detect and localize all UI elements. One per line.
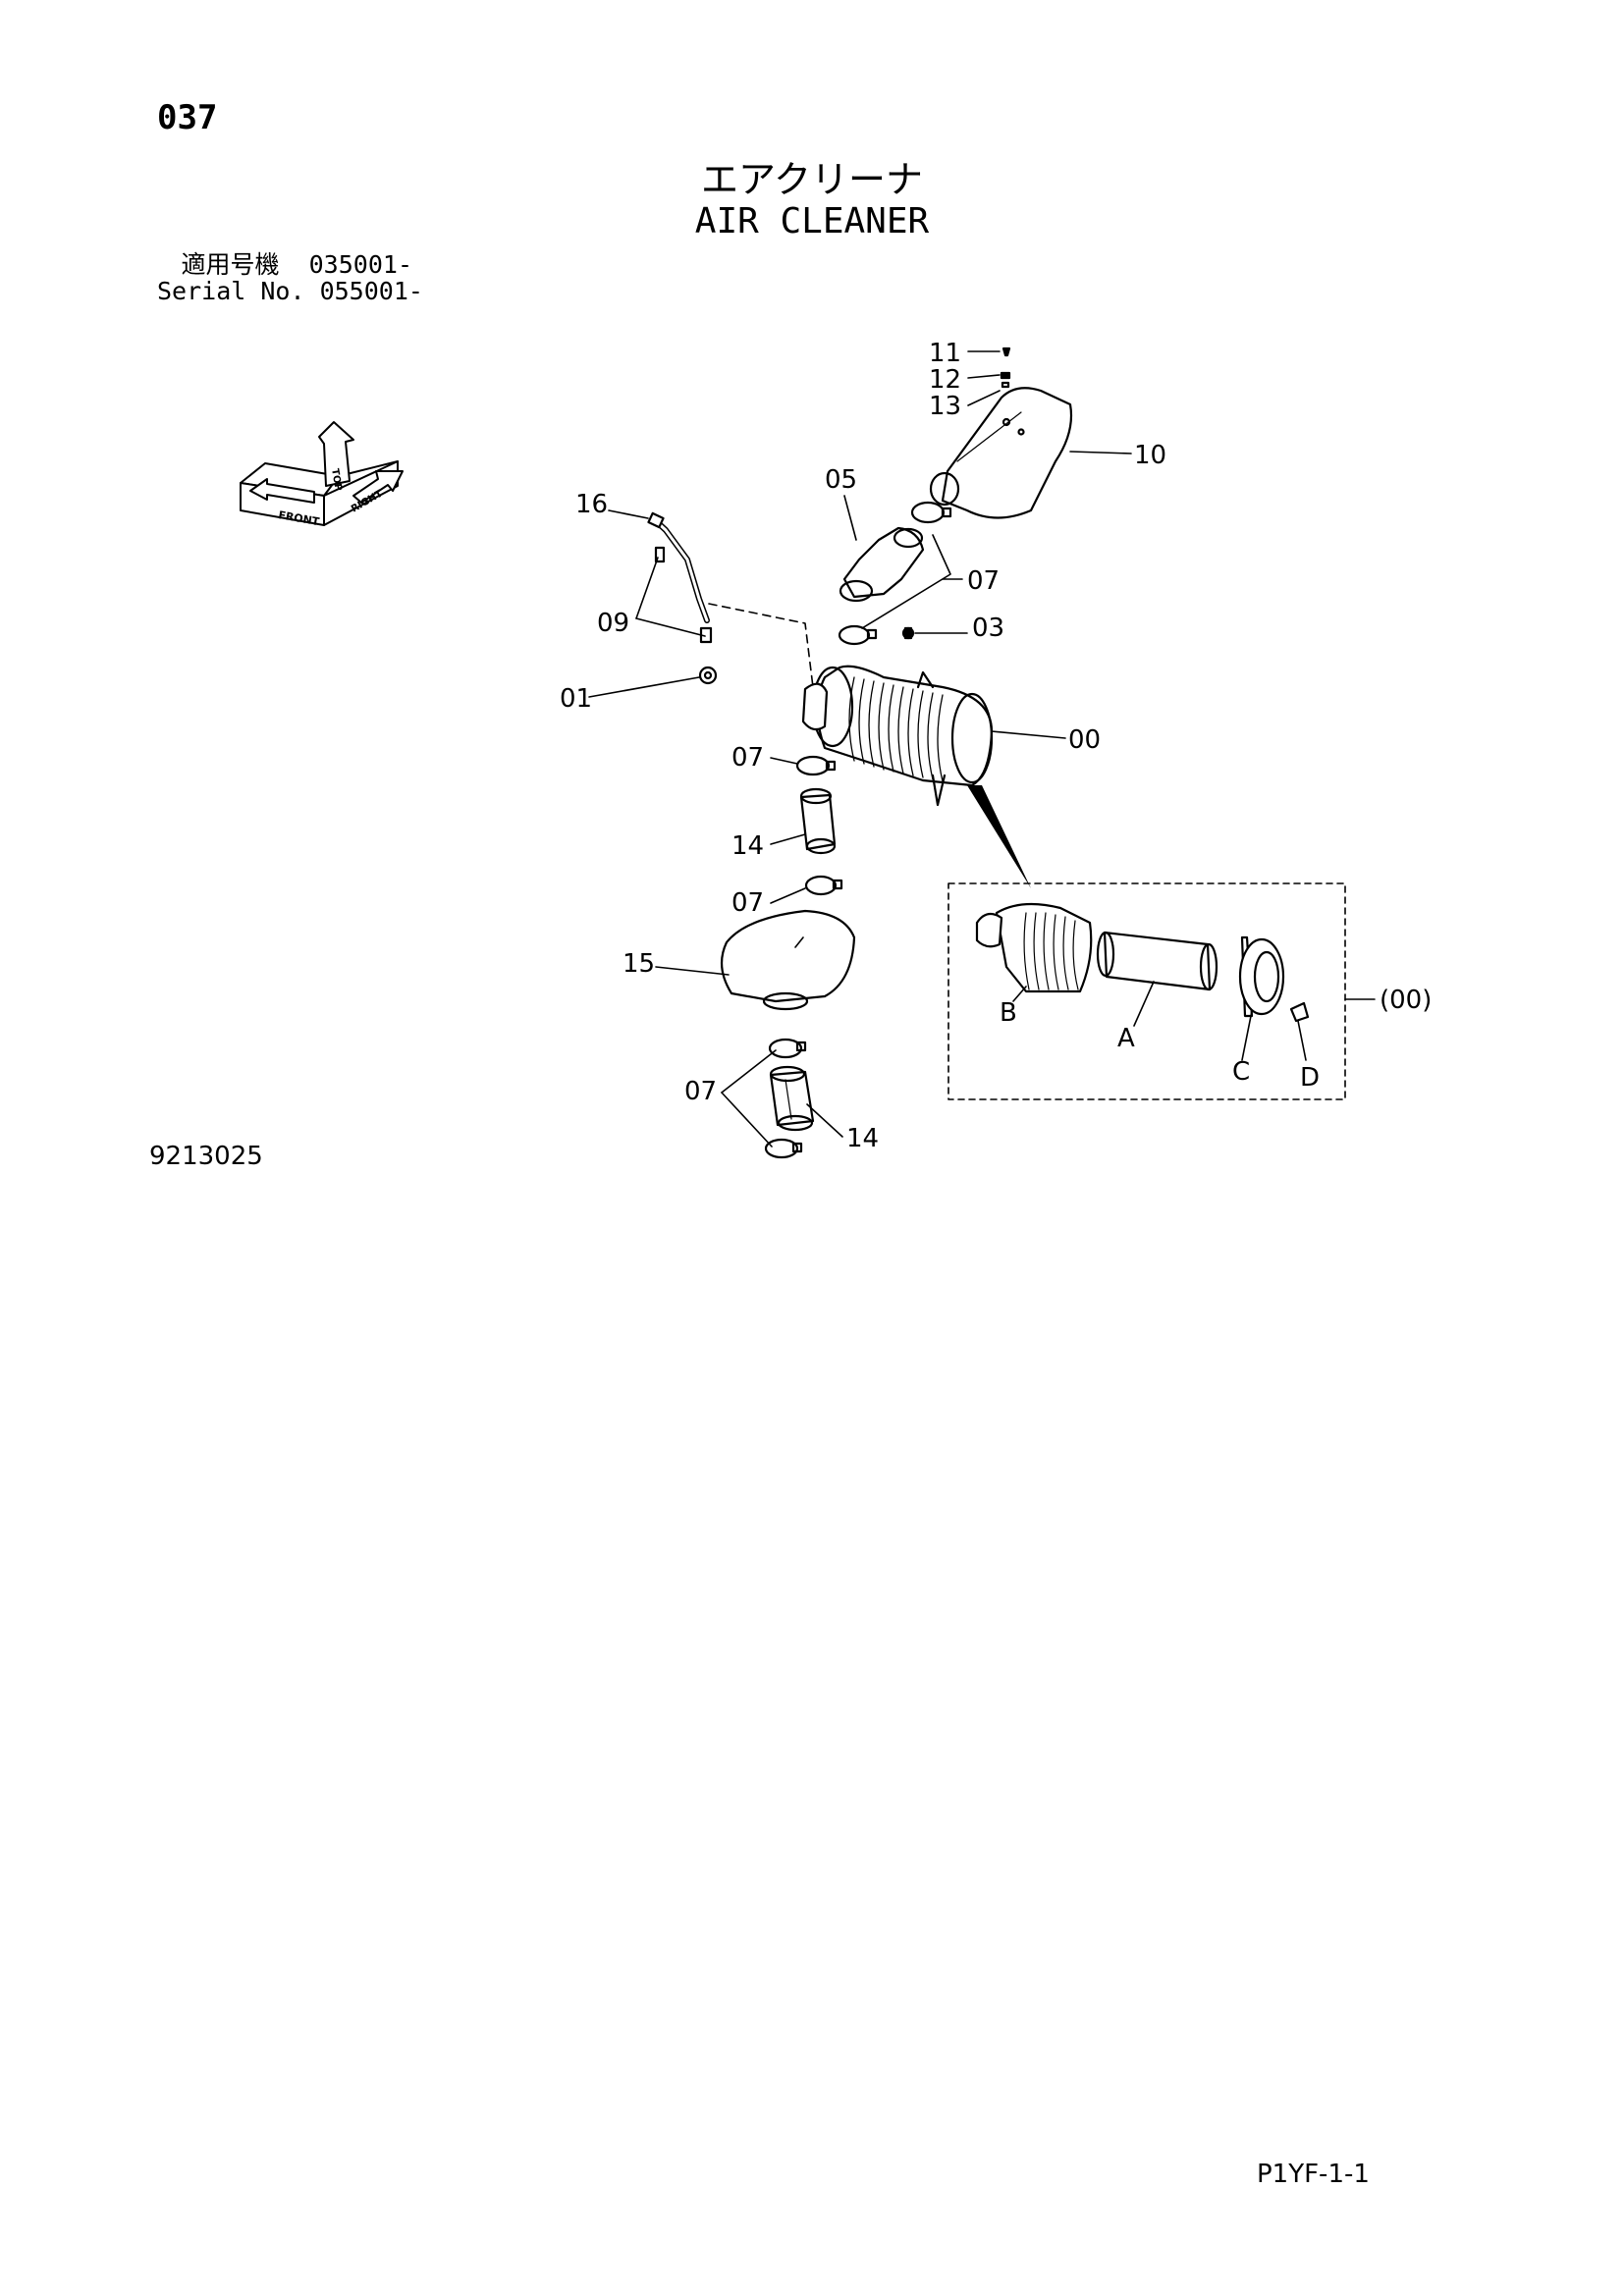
part-16-tube xyxy=(647,511,710,623)
clamp-07-bottom-pair xyxy=(764,1038,807,1159)
title-english: AIR CLEANER xyxy=(694,201,930,241)
clamp-07-lower-mid xyxy=(804,875,843,896)
part-09-fittings xyxy=(654,546,713,644)
leader-lines xyxy=(588,350,1376,1148)
orientation-indicator: FRONT TOP RIGHT xyxy=(240,421,404,528)
callout-07-upper: 07 xyxy=(967,566,1000,596)
part-00-air-cleaner xyxy=(801,665,994,807)
serial-line-2: Serial No. 055001- xyxy=(157,277,423,305)
callout-07-bottom: 07 xyxy=(684,1077,717,1106)
part-03-fitting xyxy=(901,626,915,640)
page-number: 037 xyxy=(157,98,218,137)
callout-C: C xyxy=(1232,1057,1250,1087)
callout-00-detail: (00) xyxy=(1380,986,1432,1015)
callout-01: 01 xyxy=(560,684,592,714)
part-14-hose-lower xyxy=(769,1065,815,1132)
part-14-hose-upper xyxy=(799,787,837,855)
callout-10: 10 xyxy=(1134,441,1166,470)
callout-13: 13 xyxy=(929,392,961,421)
callout-B: B xyxy=(1000,998,1017,1028)
callout-09: 09 xyxy=(597,609,629,638)
title-japanese: エアクリーナ xyxy=(700,158,924,201)
serial-block: 適用号機 035001-Serial No. 055001- xyxy=(157,250,423,305)
part-10-outlet-duct xyxy=(929,387,1073,519)
callout-14-upper: 14 xyxy=(731,831,764,861)
callout-16: 16 xyxy=(575,490,608,519)
callout-D: D xyxy=(1300,1063,1320,1093)
callout-labels: 11 12 13 10 05 16 07 09 03 01 00 07 14 0… xyxy=(560,339,1432,1153)
detail-box-00 xyxy=(947,882,1346,1100)
callout-14-lower: 14 xyxy=(846,1124,879,1153)
detail-pointer xyxy=(967,785,1031,888)
page-code: P1YF-1-1 xyxy=(1257,2160,1370,2189)
part-05-elbow xyxy=(839,526,925,603)
clamp-07-middle xyxy=(795,755,837,776)
callout-03: 03 xyxy=(972,614,1004,643)
callout-05: 05 xyxy=(825,465,857,495)
orientation-top-label: TOP xyxy=(329,468,344,492)
part-15-precleaner xyxy=(720,909,856,1011)
clamp-07-upper-pair xyxy=(838,501,952,646)
callout-A: A xyxy=(1117,1024,1135,1053)
callout-07-middle: 07 xyxy=(731,743,764,773)
callout-15: 15 xyxy=(623,949,655,979)
callout-00: 00 xyxy=(1068,725,1101,755)
figure-number: 9213025 xyxy=(149,1142,263,1171)
callout-07-lower-mid: 07 xyxy=(731,888,764,918)
serial-line-1: 適用号機 035001- xyxy=(181,250,412,279)
dashed-connection-line xyxy=(708,603,814,688)
parts-11-13-bolt-stack xyxy=(1000,347,1011,389)
callout-11: 11 xyxy=(929,339,961,368)
callout-12: 12 xyxy=(929,365,961,395)
part-01-cap xyxy=(698,666,718,685)
